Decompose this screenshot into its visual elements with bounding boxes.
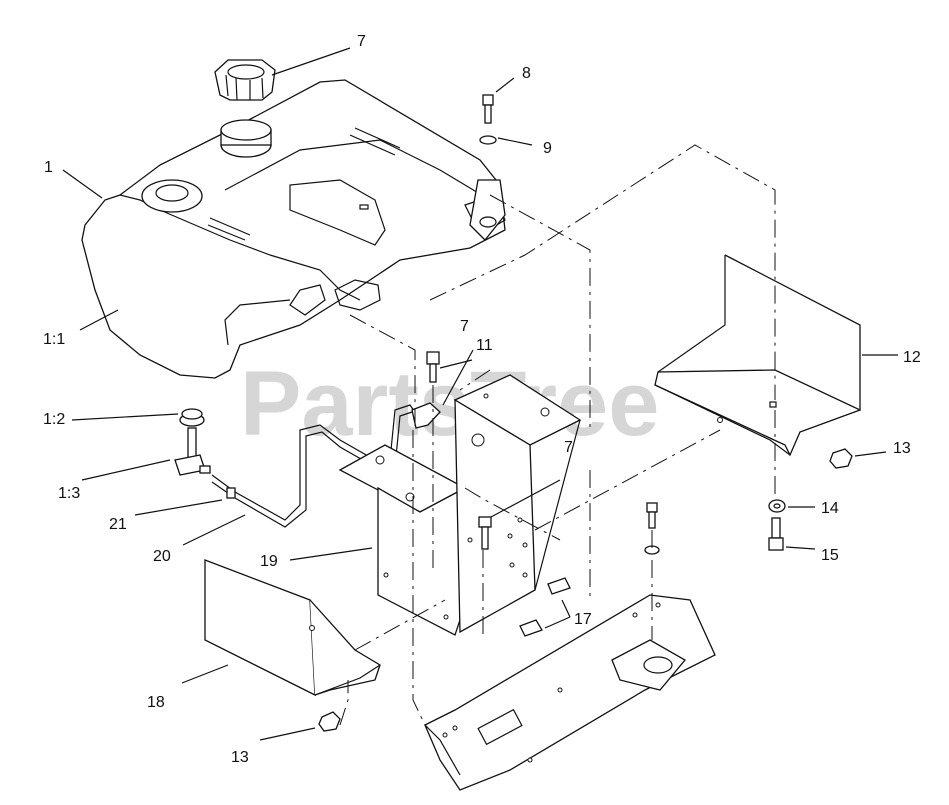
fuel-tank [81,79,506,379]
callout-11: 11 [476,337,493,354]
callout-13-bottom: 13 [231,749,249,766]
callout-18: 18 [147,694,165,711]
seat-support-panel-12 [654,254,861,457]
callout-1-2: 1:2 [43,411,65,428]
callout-21: 21 [109,516,127,533]
leader-lines [62,47,898,741]
nut-13-right [829,448,853,469]
bolt-7-center [426,351,440,383]
callout-7-center: 7 [460,318,469,335]
washer-9 [479,135,497,145]
center-upright [453,374,582,634]
elbow-fitting-1-3 [174,427,211,476]
fuel-line-20 [211,404,421,528]
callout-15: 15 [821,547,839,564]
callout-1: 1 [44,159,53,176]
bolt-15 [768,517,784,551]
callout-7-mid: 7 [564,439,573,456]
shield-panel-18 [204,559,381,697]
callout-9: 9 [543,140,552,157]
callout-7-cap: 7 [357,33,366,50]
tank-bracket [469,179,506,241]
washer-14 [768,499,786,513]
bolts-17 [519,577,571,637]
callout-1-1: 1:1 [43,331,65,348]
callout-19: 19 [260,553,278,570]
base-bolt [644,502,660,555]
mounting-bracket-19 [338,444,467,636]
frame-rail [424,594,716,791]
callouts: 1 1:1 1:2 1:3 7 7 7 8 9 11 12 13 13 14 1… [43,33,921,766]
callout-14: 14 [821,500,839,517]
bolt-7-mid [478,516,492,550]
callout-20: 20 [153,548,171,565]
fuel-cap [214,59,276,158]
callout-13-right: 13 [893,440,911,457]
callout-17: 17 [574,611,592,628]
callout-1-3: 1:3 [58,485,80,502]
watermark-text: PartsTree [240,353,659,455]
callout-8: 8 [522,65,531,82]
alignment-lines [339,144,776,726]
callout-12: 12 [903,349,921,366]
hose-clamp-21 [226,487,236,499]
grommet-1-2 [179,408,205,427]
bolt-8 [482,94,494,124]
nut-13-bottom [318,711,341,732]
